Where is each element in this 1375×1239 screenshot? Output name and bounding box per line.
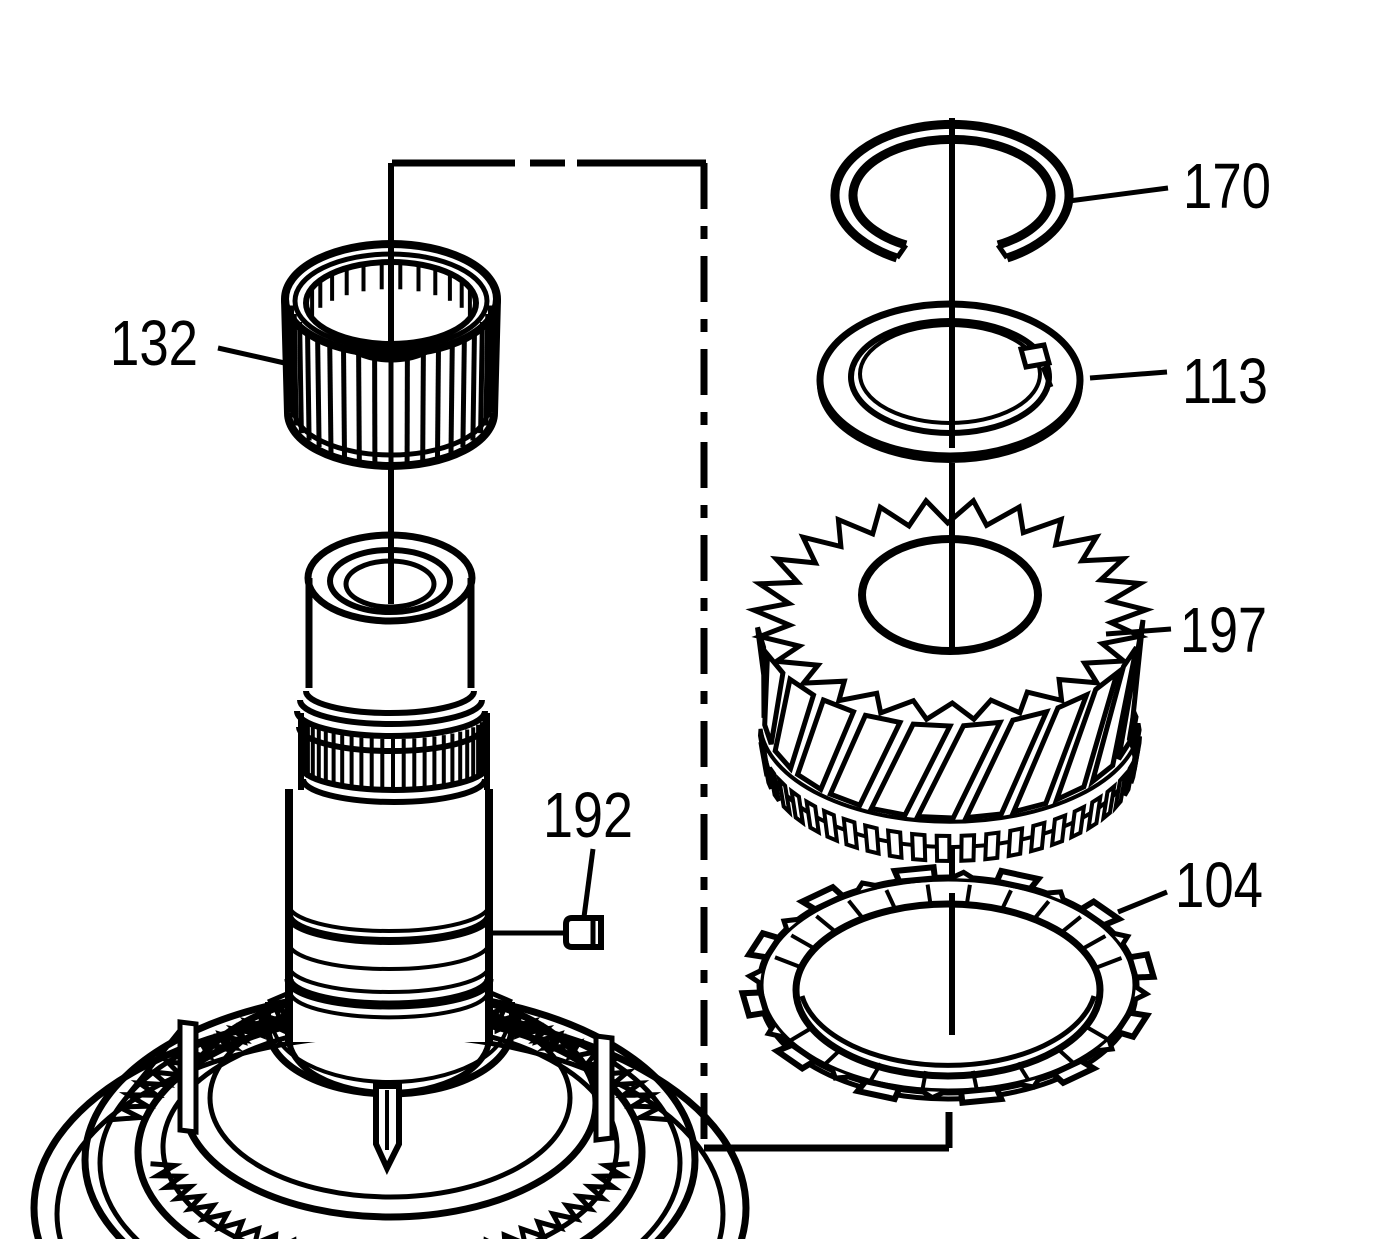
blocking-ring-spline-ticks: [774, 884, 1123, 1091]
callout-label: 197: [1180, 594, 1267, 666]
hub-key-left: [177, 1019, 199, 1135]
callouts: 132 192 170 113 197 104: [110, 150, 1271, 921]
gear-clutch-teeth: [757, 703, 1142, 864]
callout-label: 113: [1182, 345, 1268, 417]
callout-label: 132: [110, 307, 198, 379]
bearing-rollers: [288, 262, 494, 463]
blocking-ring-lugs: [738, 864, 1158, 1106]
shaft-ring-grooves: [284, 904, 494, 1020]
callout-192: 192: [543, 779, 633, 918]
reference-bracket: [392, 159, 953, 1152]
hub-key-right: [593, 1033, 615, 1143]
callout-label: 192: [543, 779, 633, 851]
leader-line: [1105, 626, 1172, 637]
callout-113: 113: [1089, 345, 1268, 417]
hub-front-details: [148, 990, 632, 1239]
blocking-ring: [738, 864, 1158, 1106]
gear-helical-teeth: [755, 619, 1146, 821]
helical-gear: [745, 496, 1155, 864]
callout-label: 104: [1175, 849, 1263, 921]
hub-front-tooth-band: [148, 1161, 632, 1239]
callout-170: 170: [1068, 150, 1271, 222]
leader-line: [1117, 889, 1168, 915]
leader-line: [1068, 185, 1169, 204]
callout-197: 197: [1105, 594, 1267, 666]
roll-pin: [490, 915, 604, 950]
washer-tab: [1017, 342, 1053, 370]
output-shaft: [284, 531, 494, 1042]
leader-line: [217, 345, 290, 367]
callout-104: 104: [1117, 849, 1263, 921]
callout-132: 132: [110, 307, 290, 379]
callout-label: 170: [1183, 150, 1271, 222]
leader-line: [1089, 369, 1168, 381]
hub-tooth-band: [111, 1006, 669, 1123]
leader-line: [581, 848, 596, 918]
